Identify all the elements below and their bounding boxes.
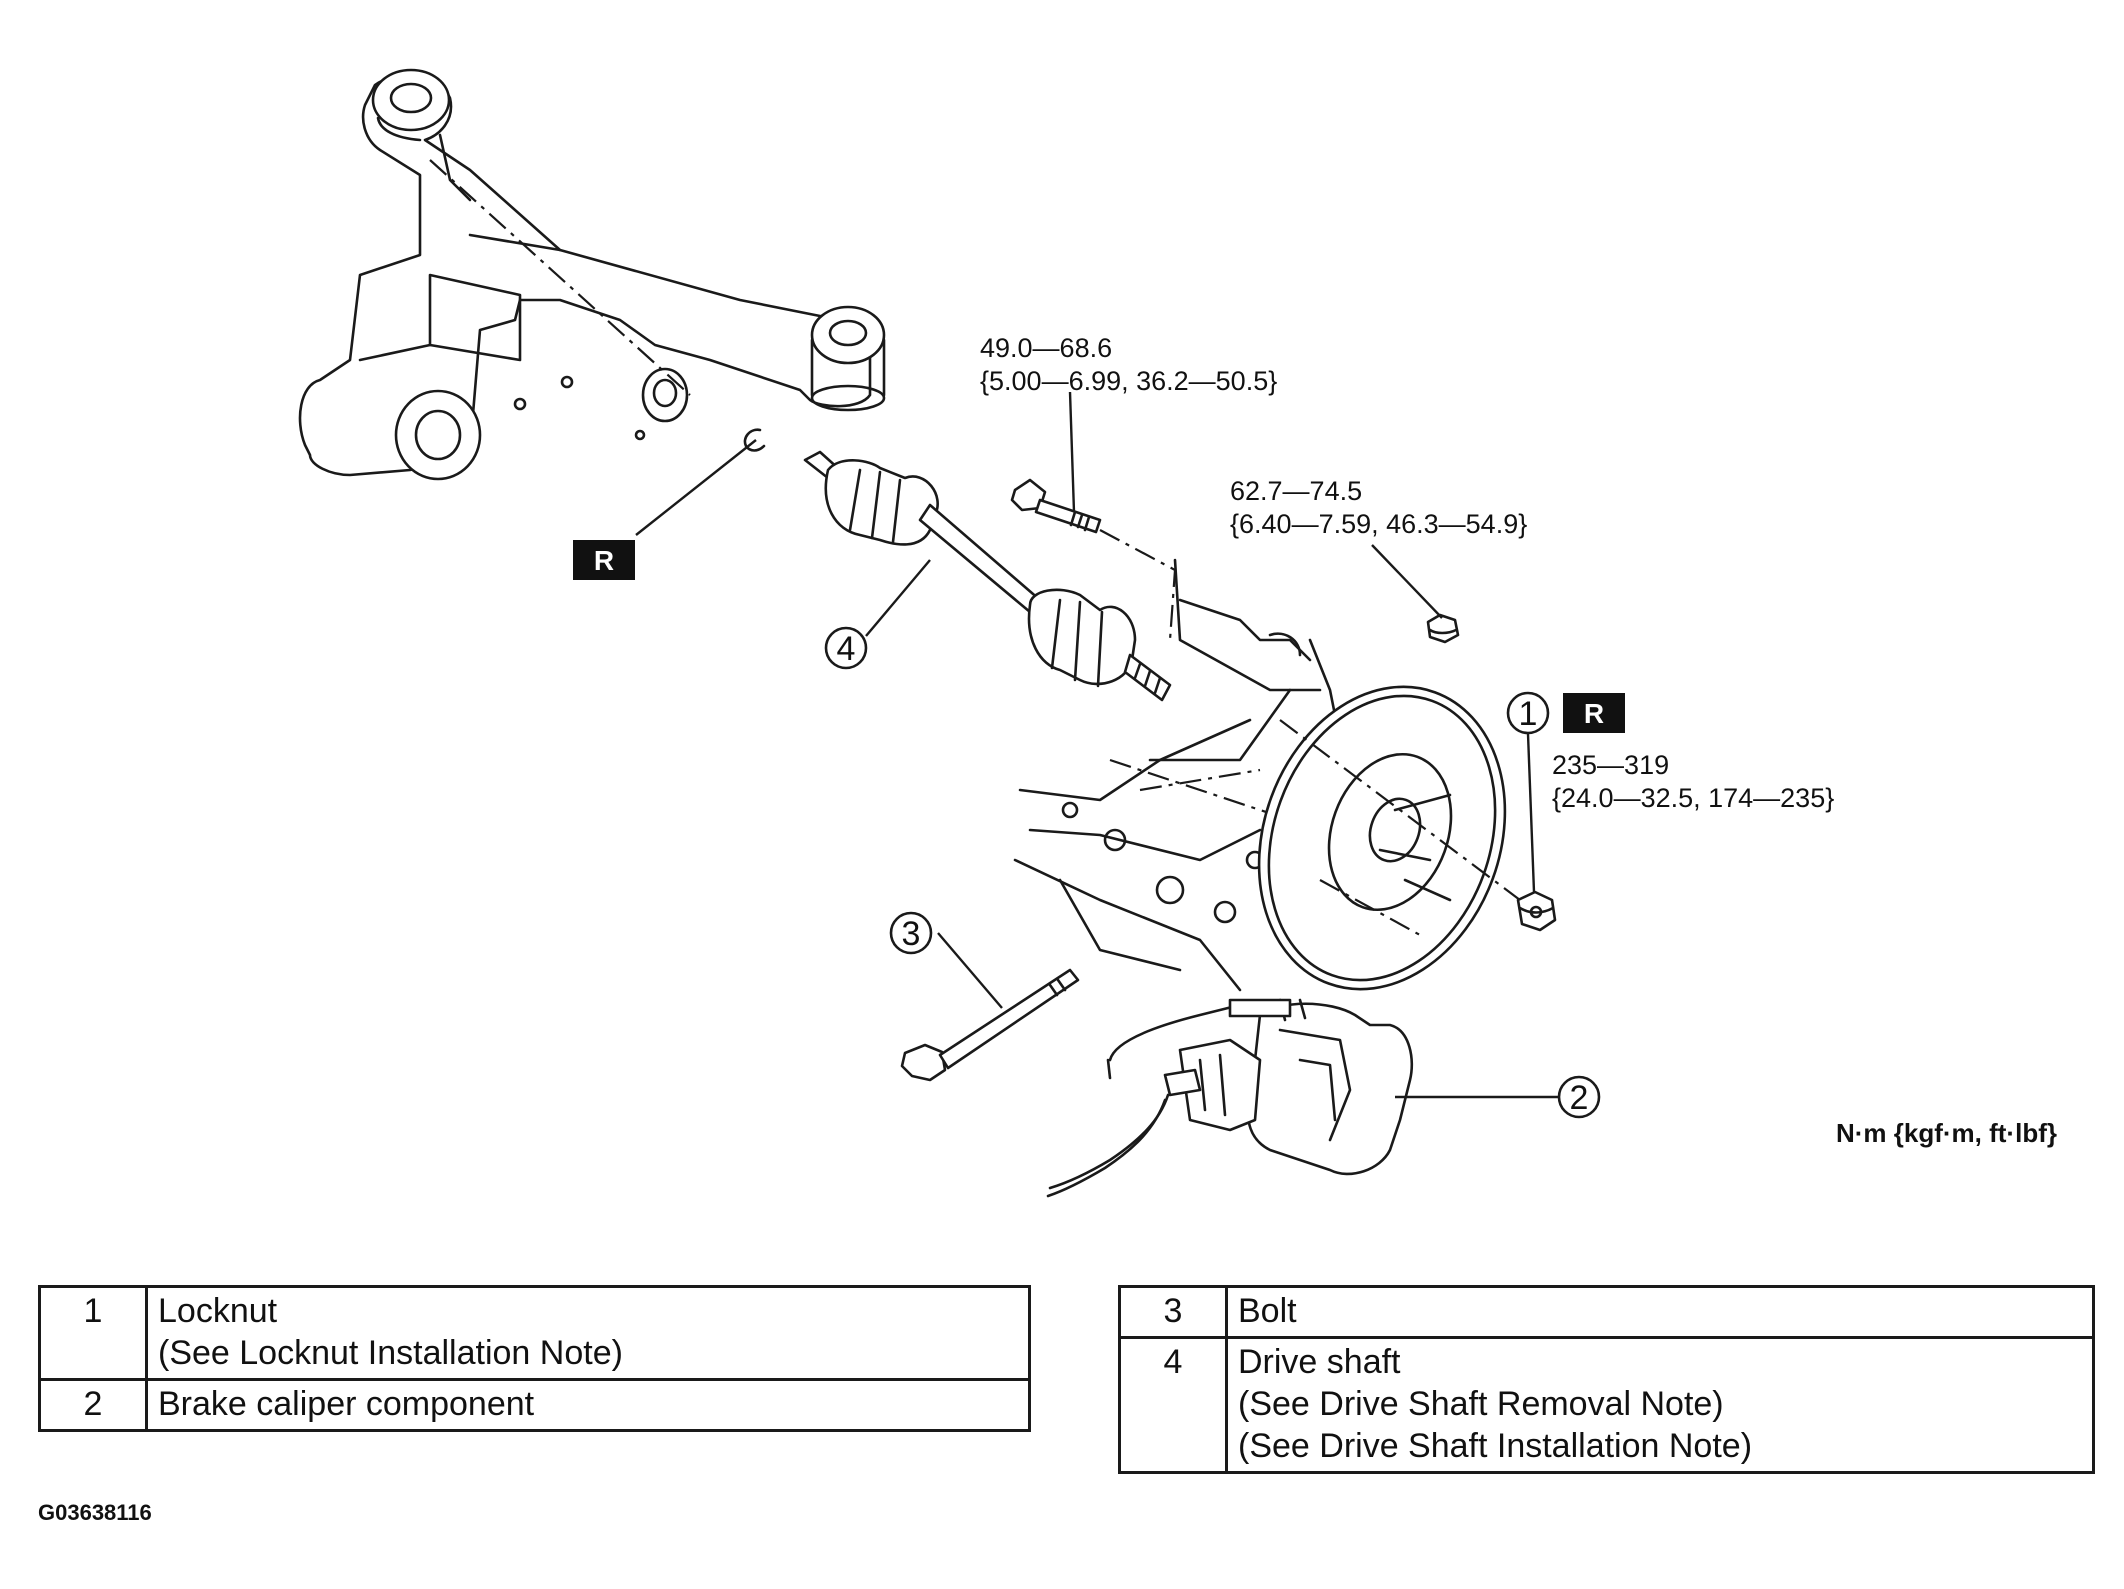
part-note: (See Locknut Installation Note): [158, 1334, 623, 1372]
part-note: (See Drive Shaft Installation Note): [1238, 1427, 1753, 1465]
long-bolt-part: [900, 968, 1080, 1082]
torque-range-alt: {5.00—6.99, 36.2—50.5}: [980, 366, 1277, 396]
leader-lines: [635, 391, 1558, 1099]
torque-range-alt: {24.0—32.5, 174—235}: [1552, 783, 1834, 813]
replace-mark-snap-ring: R: [573, 540, 635, 580]
table-row: 4 Drive shaft (See Drive Shaft Removal N…: [1118, 1336, 2095, 1474]
table-row: 2 Brake caliper component: [38, 1378, 1031, 1432]
callout-3: 3: [889, 911, 933, 955]
torque-spec-hub-nut: 62.7—74.5 {6.40—7.59, 46.3—54.9}: [1230, 476, 1527, 539]
part-name: Locknut: [158, 1292, 278, 1330]
replace-mark-text: R: [1584, 698, 1604, 729]
callout-1-number: 1: [1519, 695, 1538, 733]
drive-shaft: [803, 450, 1172, 702]
table-row: 1 Locknut (See Locknut Installation Note…: [38, 1285, 1031, 1381]
knuckle-and-lower-arm: [1013, 558, 1342, 992]
torque-range-nm: 235—319: [1552, 750, 1669, 780]
parts-table-left: 1 Locknut (See Locknut Installation Note…: [38, 1285, 1031, 1432]
brake-disc-hub: [1257, 685, 1541, 991]
rear-crossmember-differential: [298, 68, 886, 481]
part-description: Brake caliper component: [145, 1378, 1031, 1432]
table-row: 3 Bolt: [1118, 1285, 2095, 1339]
torque-spec-locknut: 235—319 {24.0—32.5, 174—235}: [1552, 750, 1834, 813]
part-description: Locknut (See Locknut Installation Note): [145, 1285, 1031, 1381]
part-number: 1: [38, 1285, 148, 1381]
part-name: Brake caliper component: [158, 1385, 535, 1423]
brake-caliper-assembly: [1046, 998, 1414, 1198]
torque-range-nm: 49.0—68.6: [980, 333, 1112, 363]
callout-4: 4: [824, 626, 868, 670]
parts-table-right: 3 Bolt 4 Drive shaft (See Drive Shaft Re…: [1118, 1285, 2095, 1474]
replace-mark-text: R: [594, 545, 614, 576]
hub-mounting-nut: [1426, 613, 1460, 644]
part-description: Drive shaft (See Drive Shaft Removal Not…: [1225, 1336, 2095, 1474]
torque-range-nm: 62.7—74.5: [1230, 476, 1362, 506]
callout-3-number: 3: [902, 915, 921, 953]
torque-units-note: N·m {kgf·m, ft·lbf}: [1836, 1118, 2057, 1148]
torque-range-alt: {6.40—7.59, 46.3—54.9}: [1230, 509, 1527, 539]
part-note: (See Drive Shaft Removal Note): [1238, 1385, 1724, 1423]
part-name: Drive shaft: [1238, 1343, 1401, 1381]
replace-mark-locknut: R: [1563, 693, 1625, 733]
callout-2-number: 2: [1570, 1079, 1589, 1117]
torque-spec-upper-bolt: 49.0—68.6 {5.00—6.99, 36.2—50.5}: [980, 333, 1277, 396]
callout-4-number: 4: [837, 630, 856, 668]
part-name: Bolt: [1238, 1292, 1297, 1330]
part-number: 2: [38, 1378, 148, 1432]
callout-1: 1: [1506, 691, 1550, 735]
callout-2: 2: [1557, 1075, 1601, 1119]
part-description: Bolt: [1225, 1285, 2095, 1339]
figure-code: G03638116: [38, 1500, 152, 1525]
part-number: 3: [1118, 1285, 1228, 1339]
locknut-part: [1516, 890, 1557, 932]
part-number: 4: [1118, 1336, 1228, 1474]
snap-ring: [743, 428, 766, 452]
